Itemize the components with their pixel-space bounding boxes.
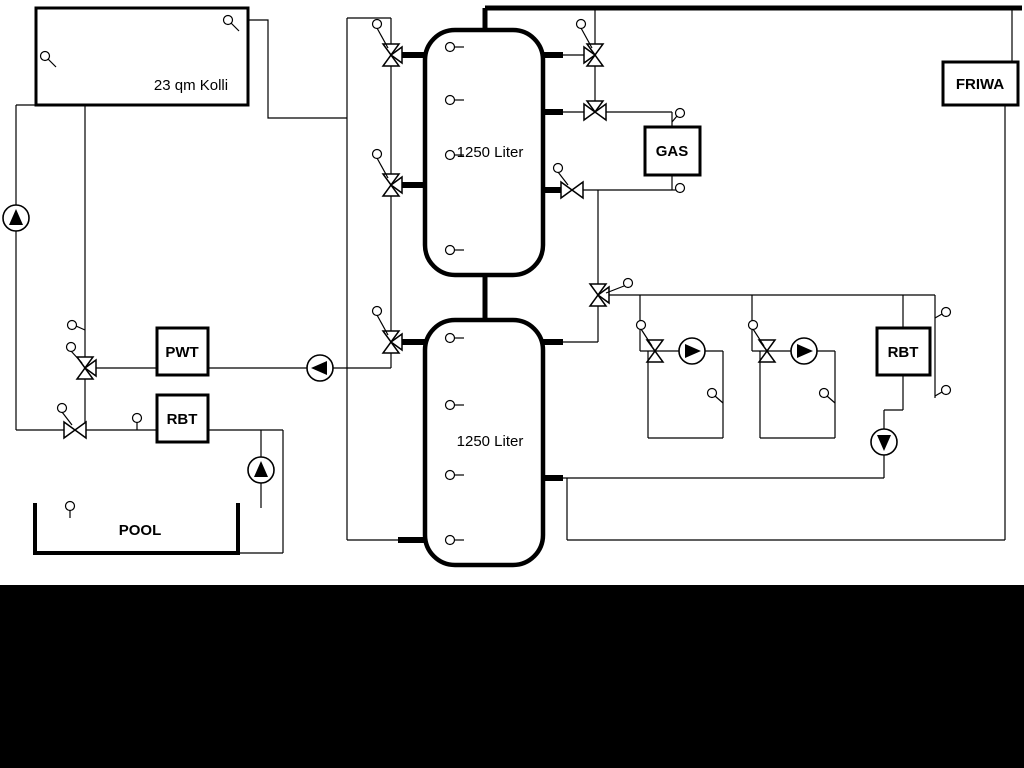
heating-circuit1-pump-icon xyxy=(678,337,706,365)
sensor-tank2-1-icon xyxy=(444,332,464,344)
sensor-rbt-left-icon xyxy=(131,412,143,430)
valve-gas-return-icon xyxy=(552,162,584,199)
valve-heating-circuit1-icon xyxy=(635,319,664,363)
bottom-black-panel xyxy=(0,585,1024,768)
buffer-tank-bottom xyxy=(422,317,546,568)
valve-tank1-mid-icon xyxy=(371,148,403,197)
schematic-canvas: 23 qm Kolli 1250 Liter 1250 Liter GAS FR… xyxy=(2,5,1022,568)
sensor-collector-top-icon xyxy=(222,14,240,32)
sensor-tank1-2-icon xyxy=(444,94,464,106)
sensor-tank2-4-icon xyxy=(444,534,464,546)
sensor-tank1-1-icon xyxy=(444,41,464,53)
valve-heating-source-icon xyxy=(589,277,634,307)
rbt-right-label: RBT xyxy=(888,344,919,361)
sensor-rbt-right-bottom-icon xyxy=(934,384,952,397)
valve-pool-mix-icon xyxy=(65,341,97,380)
hydraulic-schematic: 23 qm Kolli 1250 Liter 1250 Liter GAS FR… xyxy=(0,0,1024,585)
pool-label: POOL xyxy=(119,522,162,539)
gas-boiler-box xyxy=(643,125,702,177)
sensor-gas-return-icon xyxy=(672,182,686,194)
sensor-tank1-3-icon xyxy=(444,149,464,161)
pwt-box xyxy=(155,326,210,377)
sensor-gas-supply-icon xyxy=(671,107,686,123)
solar-collector-label: 23 qm Kolli xyxy=(154,77,228,94)
pwt-charge-pump-icon xyxy=(306,354,334,382)
sensor-rbt-right-top-icon xyxy=(934,306,952,319)
sensor-collector-left-icon xyxy=(39,50,57,68)
sensor-collector-return-icon xyxy=(66,319,86,331)
valve-heating-circuit2-icon xyxy=(747,319,776,363)
friwa-label: FRIWA xyxy=(956,76,1004,93)
buffer-tank-bottom-label: 1250 Liter xyxy=(457,433,524,450)
valve-header-icon xyxy=(575,18,604,67)
sensor-tank2-3-icon xyxy=(444,469,464,481)
sensor-pool-icon xyxy=(64,500,76,518)
pool-pump-icon xyxy=(247,456,275,484)
rbt-left-box xyxy=(155,393,210,444)
sensor-circuit2-icon xyxy=(818,387,836,404)
sensor-tank1-4-icon xyxy=(444,244,464,256)
pwt-label: PWT xyxy=(165,344,198,361)
sensor-tank2-2-icon xyxy=(444,399,464,411)
sensor-circuit1-icon xyxy=(706,387,724,404)
rbt-return-pump-icon xyxy=(870,428,898,456)
heating-circuit2-pump-icon xyxy=(790,337,818,365)
valve-pool-return-icon xyxy=(56,402,87,439)
valve-tank1-top-icon xyxy=(371,18,403,67)
pool-basin xyxy=(33,503,240,555)
valve-tank2-top-icon xyxy=(371,305,403,354)
buffer-tank-top xyxy=(422,27,546,278)
solar-pump-icon xyxy=(2,204,30,232)
rbt-right-box xyxy=(875,326,932,377)
friwa-box xyxy=(941,60,1020,107)
tank-connection-stubs xyxy=(398,52,563,543)
solar-collector-box xyxy=(34,6,250,107)
rbt-left-label: RBT xyxy=(167,411,198,428)
gas-boiler-label: GAS xyxy=(656,143,689,160)
buffer-tank-top-label: 1250 Liter xyxy=(457,144,524,161)
